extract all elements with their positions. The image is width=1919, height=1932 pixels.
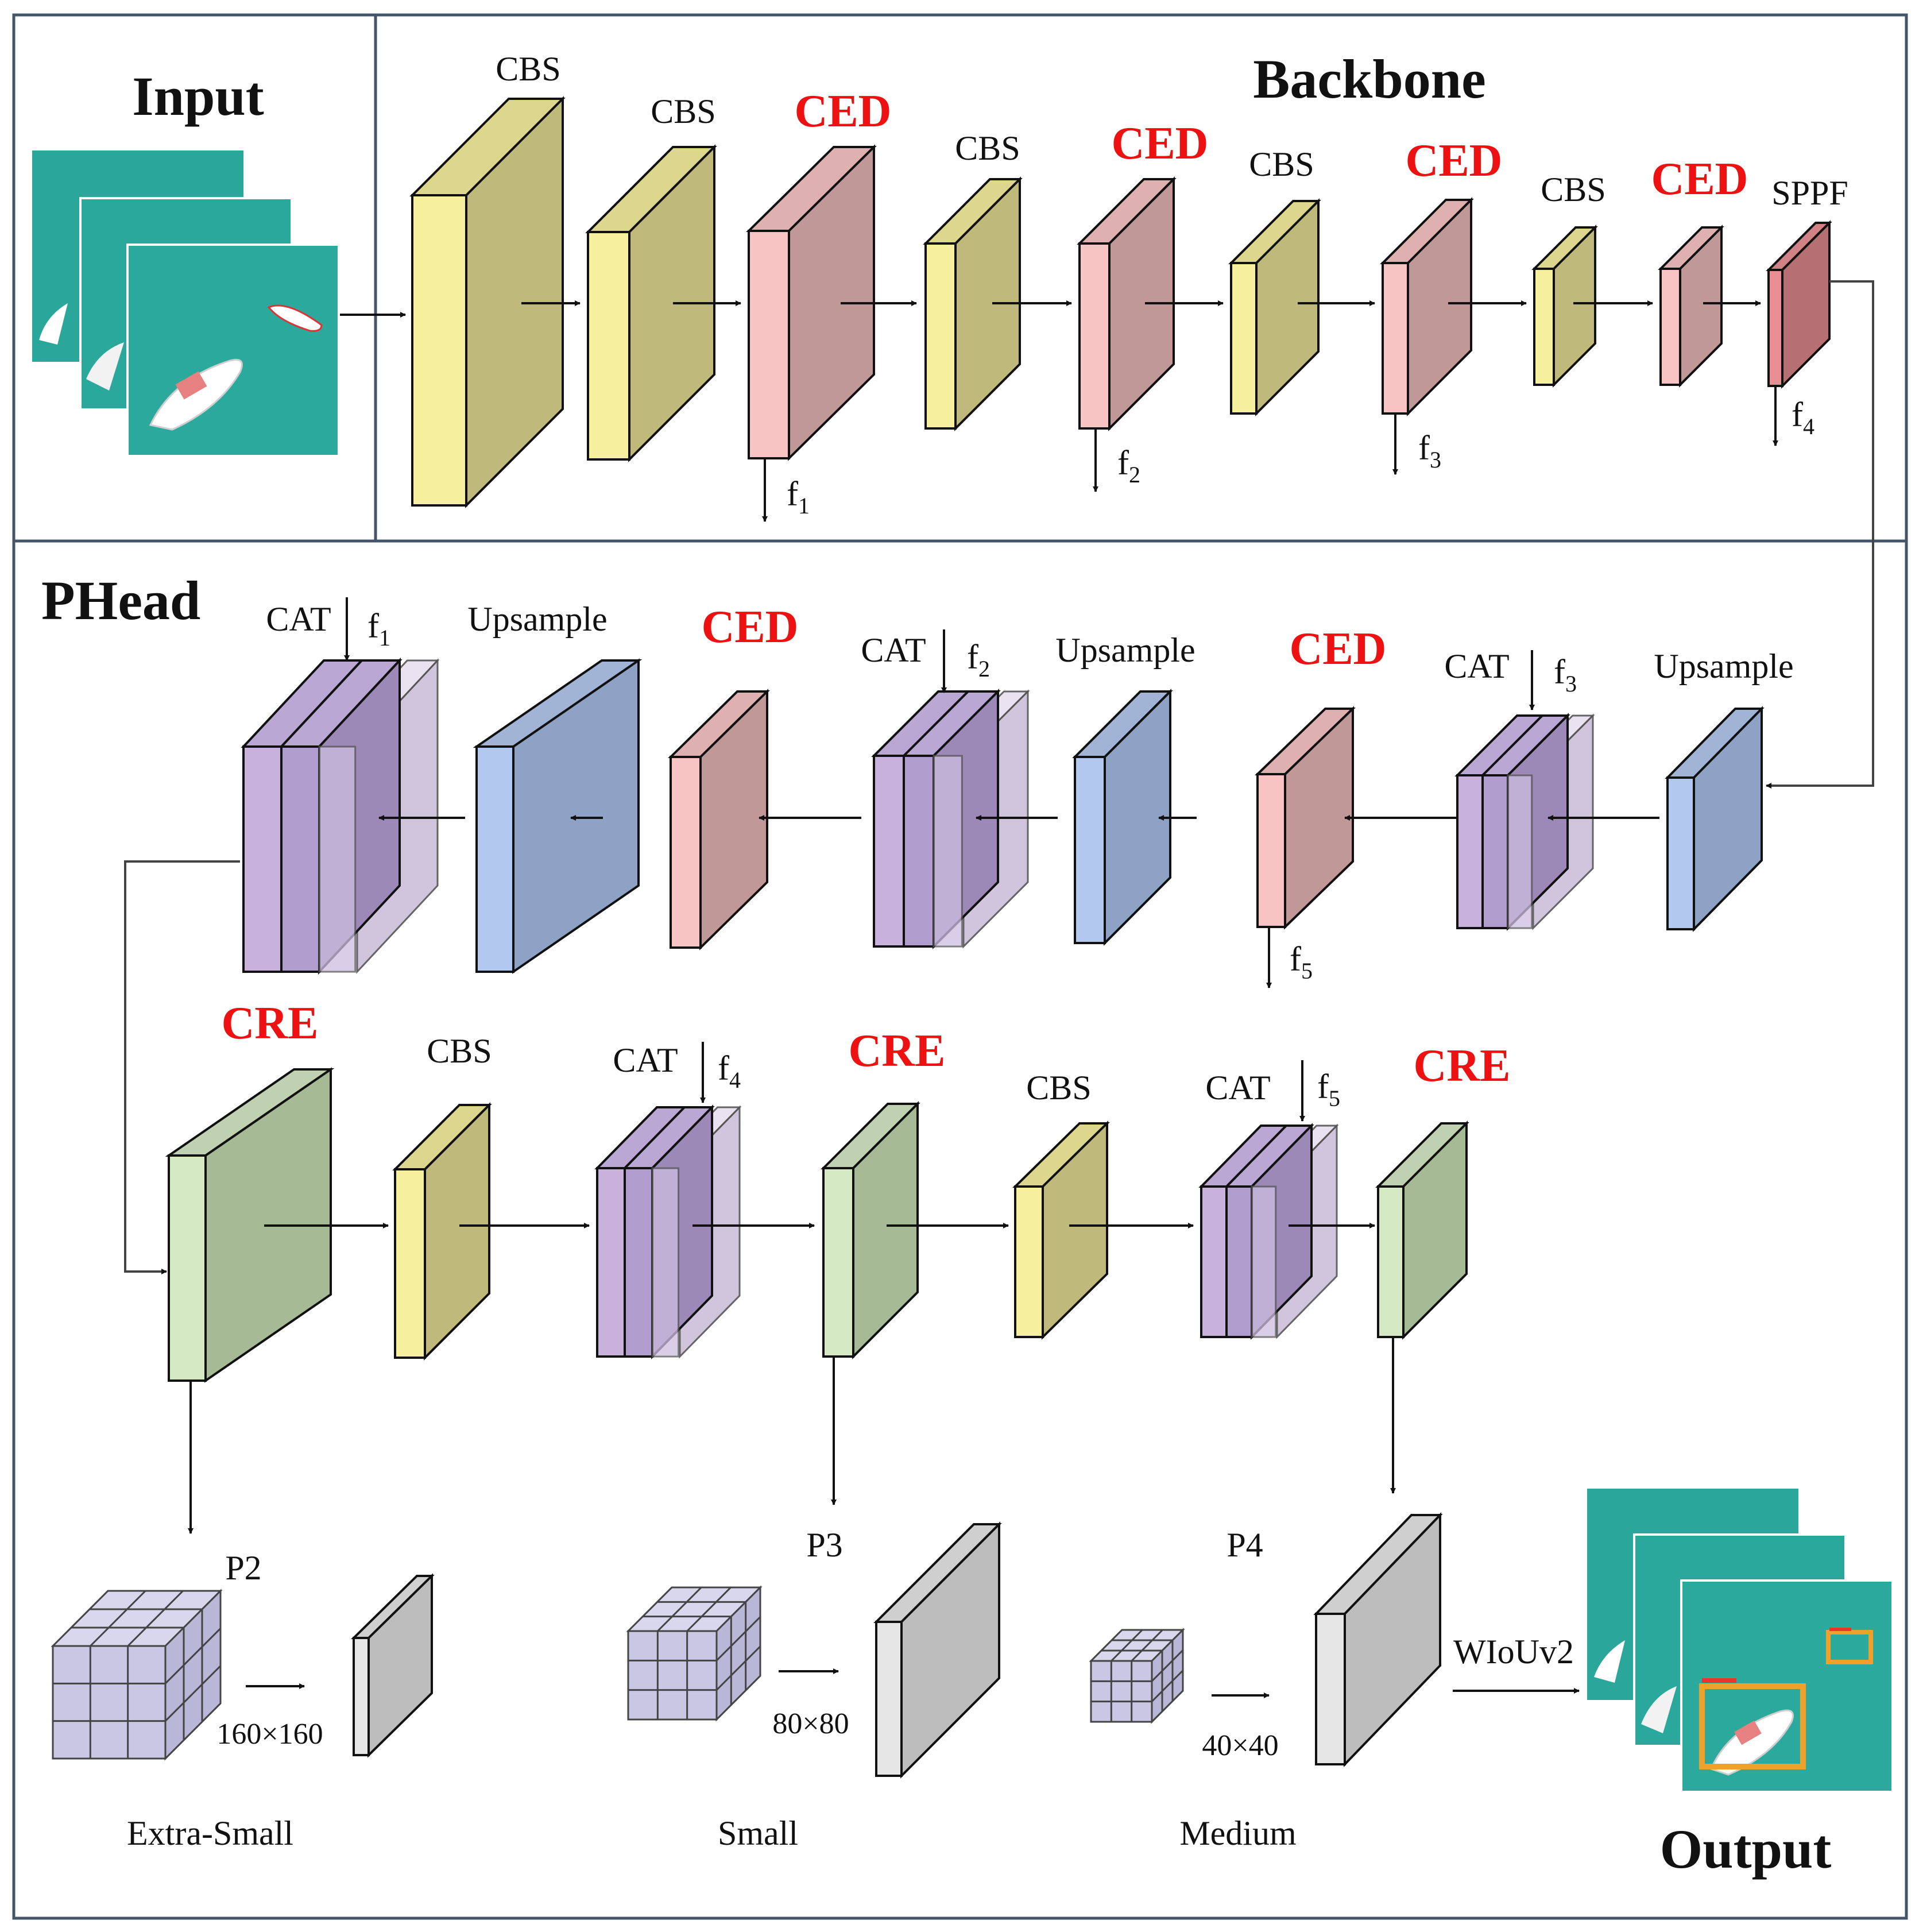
cat-block-3 (1454, 713, 1595, 931)
sppf-block (1766, 220, 1832, 389)
cat-to-cre (124, 860, 240, 1274)
cre-block-2 (821, 1101, 920, 1359)
tap-label: f2 (967, 638, 990, 682)
cbs-label: CBS (651, 92, 715, 130)
cbs-label: CBS (1249, 145, 1314, 183)
cre-label: CRE (222, 998, 319, 1049)
ced-label: CED (1290, 624, 1387, 674)
upsample-label: Upsample (1055, 631, 1195, 669)
scale-label: 160×160 (216, 1718, 323, 1751)
cat-block-4 (594, 1104, 742, 1359)
head-name: P3 (806, 1526, 842, 1564)
cbs-block-7 (1012, 1120, 1110, 1340)
tap-label: f5 (1317, 1068, 1340, 1111)
ced-block-5 (668, 689, 770, 950)
ced-block-6 (1255, 706, 1356, 930)
ced-label: CED (702, 602, 799, 652)
cbs-block-4 (1228, 198, 1321, 416)
upsample-block-3 (1665, 706, 1765, 932)
scale-label: 80×80 (772, 1707, 849, 1740)
cbs-block-2 (585, 144, 717, 462)
ced-label: CED (1406, 136, 1503, 186)
size-label: Extra-Small (127, 1814, 293, 1852)
upsample-block-1 (473, 658, 643, 974)
outer-frame (12, 13, 1908, 1920)
input-title: Input (132, 65, 264, 127)
cre-block-3 (1375, 1120, 1469, 1340)
grid-cube-p3 (626, 1585, 763, 1722)
ced-label: CED (1651, 154, 1748, 204)
head-name: P2 (225, 1549, 261, 1587)
cbs-block-6 (392, 1102, 492, 1361)
tap-label: f5 (1290, 940, 1313, 984)
grid-cube-p2 (51, 1589, 223, 1761)
size-label: Small (718, 1814, 798, 1852)
prediction-block-p2 (351, 1573, 435, 1758)
cbs-block-5 (1531, 225, 1598, 388)
tap-label: f3 (1418, 429, 1441, 473)
tap-label: f4 (718, 1049, 741, 1093)
cbs-label: CBS (1026, 1069, 1091, 1107)
cbs-label: CBS (496, 50, 560, 88)
boat-icon (149, 358, 243, 431)
ced-block-2 (1077, 176, 1177, 431)
cre-label: CRE (1414, 1041, 1511, 1091)
cat-block-1 (241, 657, 440, 975)
sppf-to-upsample (1766, 280, 1874, 789)
cbs-block-3 (923, 176, 1023, 431)
cat-label: CAT (266, 600, 331, 638)
loss-label: WIoUv2 (1453, 1633, 1574, 1671)
cat-label: CAT (613, 1041, 678, 1079)
cbs-label: CBS (427, 1032, 492, 1070)
cbs-block-1 (409, 96, 566, 508)
output-images (1587, 1489, 1894, 1793)
tap-label: f1 (787, 475, 810, 519)
cbs-label: CBS (1541, 171, 1605, 208)
upsample-label: Upsample (1654, 647, 1793, 685)
output-title: Output (1660, 1818, 1832, 1880)
cbs-label: CBS (955, 129, 1020, 167)
phead-title: PHead (41, 570, 200, 631)
small-boat-icon (267, 304, 323, 332)
cat-label: CAT (1205, 1069, 1270, 1107)
cre-label: CRE (849, 1026, 946, 1076)
tap-label: f2 (1117, 444, 1140, 488)
sppf-label: SPPF (1771, 174, 1848, 212)
size-label: Medium (1179, 1814, 1296, 1852)
prediction-block-p4 (1313, 1512, 1443, 1767)
tap-label: f1 (367, 607, 390, 651)
ced-block-1 (746, 144, 877, 461)
ced-label: CED (795, 86, 892, 137)
ced-block-4 (1658, 225, 1724, 388)
tap-label: f3 (1554, 653, 1577, 697)
upsample-block-2 (1072, 689, 1173, 946)
detection-box-large (1699, 1683, 1806, 1769)
head-name: P4 (1227, 1526, 1263, 1564)
upsample-label: Upsample (467, 600, 607, 638)
tap-label: f4 (1792, 396, 1814, 439)
prediction-block-p3 (873, 1521, 1002, 1779)
cat-label: CAT (1444, 647, 1509, 685)
cat-label: CAT (861, 631, 926, 669)
ced-block-3 (1380, 197, 1474, 416)
detection-box-small (1826, 1630, 1873, 1664)
input-images (32, 150, 340, 457)
ced-label: CED (1112, 118, 1209, 169)
scale-label: 40×40 (1202, 1729, 1278, 1762)
backbone-title: Backbone (1253, 48, 1485, 110)
boat-icon (1709, 1709, 1794, 1776)
cat-block-5 (1198, 1123, 1339, 1340)
grid-cube-p4 (1089, 1628, 1185, 1724)
